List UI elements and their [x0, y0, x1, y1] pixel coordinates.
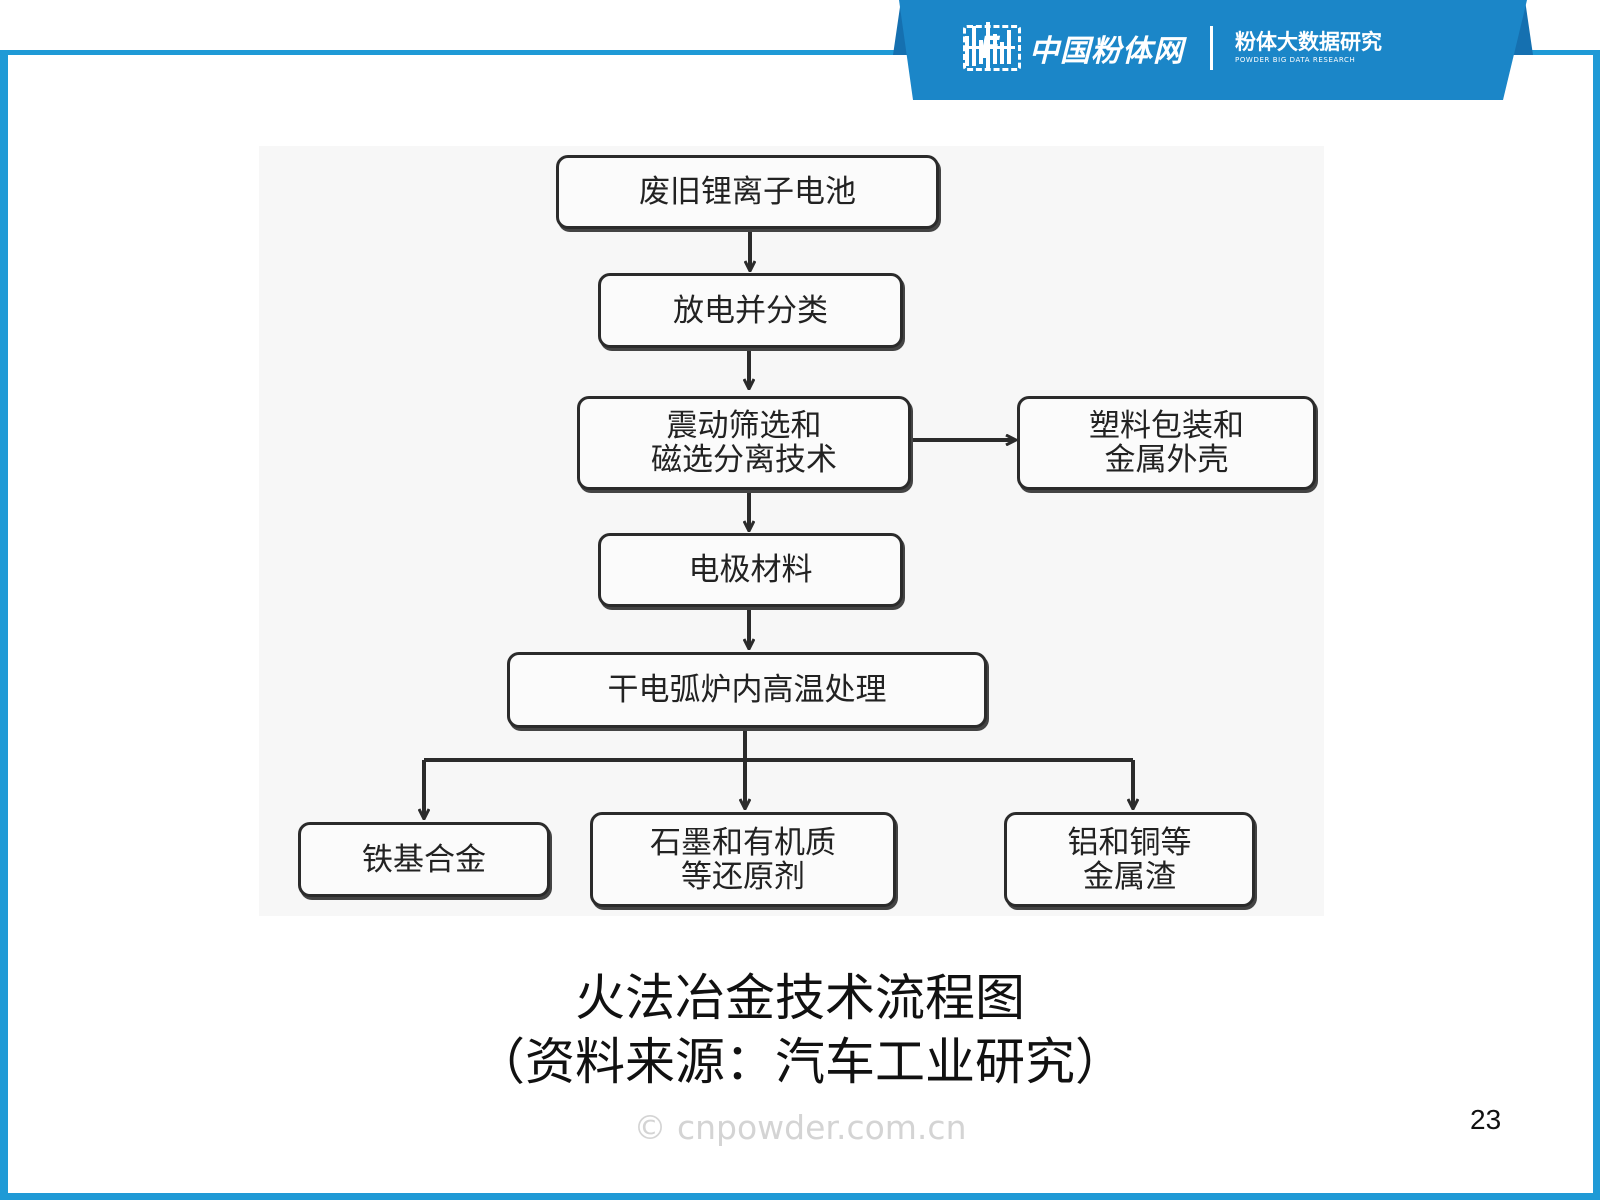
- node-label-line-1: 铝和铜等: [1067, 824, 1192, 861]
- node-label-line-2: 磁选分离技术: [651, 442, 837, 478]
- node-iron-alloy: 铁基合金: [298, 822, 550, 897]
- data-bars-icon: [963, 22, 1015, 68]
- figure-caption-title: 火法冶金技术流程图: [575, 969, 1025, 1027]
- figure-caption-source: （资料来源：汽车工业研究）: [475, 1033, 1125, 1091]
- node-al-cu-slag: 铝和铜等 金属渣: [1004, 812, 1255, 907]
- watermark: © cnpowder.com.cn: [633, 1108, 967, 1147]
- flowchart-connectors: [259, 229, 1324, 916]
- research-lockup: 粉体大数据研究 POWDER BIG DATA RESEARCH: [1235, 30, 1382, 66]
- flowchart: 废旧锂离子电池 放电并分类 震动筛选和 磁选分离技术 塑料包装和 金属外壳 电极…: [259, 146, 1324, 916]
- node-label-line-2: 等还原剂: [681, 858, 805, 895]
- node-label-line-1: 塑料包装和: [1089, 408, 1244, 444]
- node-graphite-reductant: 石墨和有机质 等还原剂: [590, 812, 896, 907]
- node-label: 干电弧炉内高温处理: [607, 672, 887, 708]
- node-discharge-sort: 放电并分类: [598, 273, 903, 348]
- header-banner: F 中国粉体网 粉体大数据研究 POWDER BIG DATA RESEARCH: [893, 0, 1533, 100]
- node-label: 放电并分类: [673, 292, 828, 329]
- brand-name: 中国粉体网: [1029, 34, 1184, 69]
- node-electrode: 电极材料: [598, 533, 903, 607]
- node-label: 电极材料: [688, 552, 813, 588]
- banner-shape: [893, 0, 1533, 100]
- node-label-line-1: 震动筛选和: [666, 408, 822, 444]
- node-screening: 震动筛选和 磁选分离技术: [577, 396, 911, 490]
- node-waste-battery: 废旧锂离子电池: [556, 155, 939, 229]
- node-label: 铁基合金: [362, 841, 486, 878]
- node-plastic-shell: 塑料包装和 金属外壳: [1017, 396, 1316, 490]
- node-label-line-2: 金属外壳: [1104, 442, 1229, 478]
- brand-divider: [1210, 26, 1213, 70]
- slide-frame: [0, 50, 1600, 1200]
- node-arc-furnace: 干电弧炉内高温处理: [507, 652, 987, 728]
- node-label-line-2: 金属渣: [1083, 858, 1176, 895]
- research-name: 粉体大数据研究: [1235, 30, 1382, 54]
- node-label-line-1: 石墨和有机质: [650, 824, 836, 861]
- research-subtitle: POWDER BIG DATA RESEARCH: [1235, 56, 1356, 64]
- page-number: 23: [1470, 1104, 1502, 1135]
- brand-lockup: F 中国粉体网 粉体大数据研究 POWDER BIG DATA RESEARCH: [963, 20, 1382, 76]
- node-label: 废旧锂离子电池: [639, 174, 856, 210]
